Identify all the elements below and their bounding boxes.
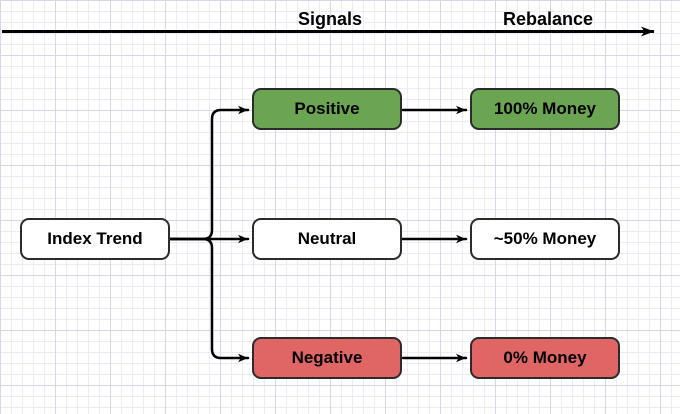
node-signal-neutral[interactable]: Neutral [252, 218, 402, 260]
signals-column-header: Signals [297, 9, 363, 29]
node-rebalance-0-money[interactable]: 0% Money [470, 337, 620, 379]
node-rebalance-50-money[interactable]: ~50% Money [470, 218, 620, 260]
node-rebalance-100-money[interactable]: 100% Money [470, 88, 620, 130]
rebalance-column-header: Rebalance [502, 9, 594, 29]
edge-indextrend-negative [168, 237, 250, 363]
node-signal-positive[interactable]: Positive [252, 88, 402, 130]
edge-indextrend-positive [168, 105, 250, 241]
node-signal-negative[interactable]: Negative [252, 337, 402, 379]
node-index-trend[interactable]: Index Trend [20, 218, 170, 260]
